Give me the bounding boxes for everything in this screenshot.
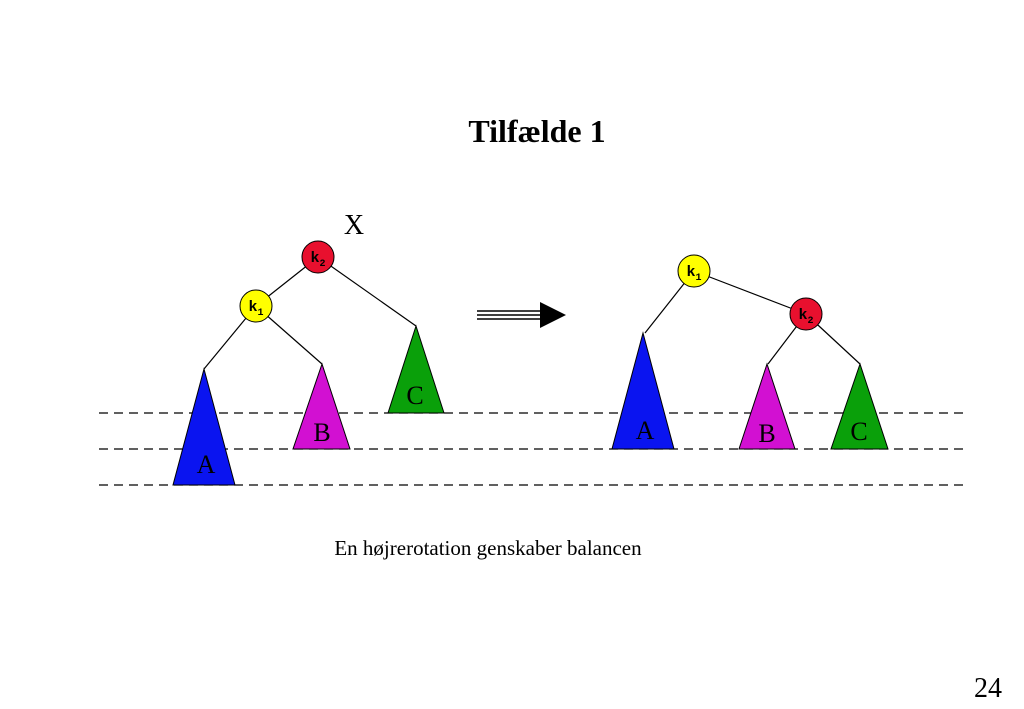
edge-k1-k2-after xyxy=(693,270,807,315)
node-k1-after xyxy=(677,254,711,288)
node-k1-label: k1 xyxy=(248,299,263,319)
rotation-arrow xyxy=(477,302,566,328)
unbalanced-node-marker: X xyxy=(344,210,364,241)
node-k2-after xyxy=(789,297,823,331)
subtree-a-label-after: A xyxy=(636,416,655,445)
tree-after-rotation: A B C k1 k2 xyxy=(611,254,889,450)
subtree-b-triangle xyxy=(292,362,351,450)
subtree-b-label: B xyxy=(313,418,330,447)
subtree-b-label-after: B xyxy=(758,419,775,448)
node-k2 xyxy=(301,240,335,274)
subtree-c-triangle-after xyxy=(830,362,889,450)
tree-before-rotation: A B C k2 k1 X xyxy=(172,210,445,486)
node-k2-label: k2 xyxy=(310,250,325,270)
subtree-c-label-after: C xyxy=(850,417,867,446)
node-k1-after-label: k1 xyxy=(686,264,701,284)
slide-title: Tilfælde 1 xyxy=(468,113,605,149)
slide-caption: En højrerotation genskaber balancen xyxy=(334,536,642,560)
subtree-b-triangle-after xyxy=(738,362,796,450)
node-k2-after-label: k2 xyxy=(798,307,813,327)
edge-k2-subtree-c xyxy=(317,256,417,327)
subtree-c-label: C xyxy=(406,381,423,410)
node-k1 xyxy=(239,289,273,323)
subtree-a-triangle-after xyxy=(611,331,675,450)
subtree-a-triangle xyxy=(172,367,236,486)
page-number: 24 xyxy=(974,673,1002,704)
subtree-a-label: A xyxy=(197,450,216,479)
subtree-c-triangle xyxy=(387,324,445,414)
